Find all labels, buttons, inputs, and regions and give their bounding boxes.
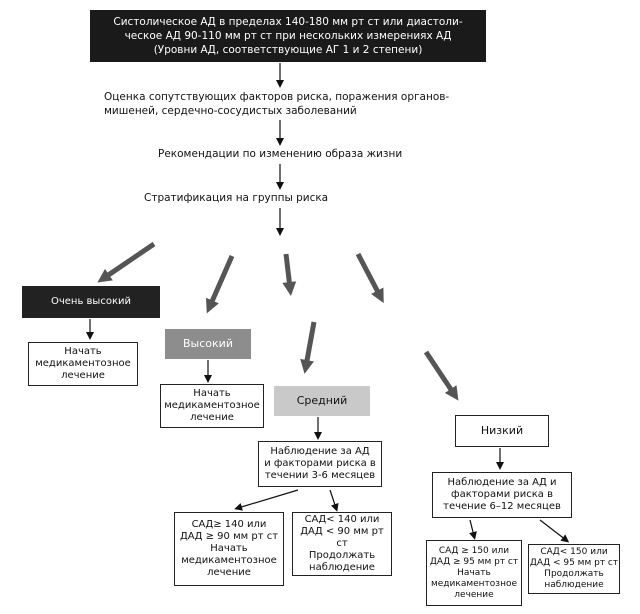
action-line: лечение (61, 370, 105, 381)
action-line: медикаментозное (35, 358, 131, 369)
risk-label: Низкий (480, 424, 524, 437)
branch-line: ДАД ≥ 90 мм рт ст (179, 531, 279, 542)
medium-treat-branch-box: САД≥ 140 или ДАД ≥ 90 мм рт ст Начать ме… (174, 512, 284, 586)
action-line: Начать (193, 388, 231, 399)
initial-criteria-line: ческое АД 90-110 мм рт ст при нескольких… (124, 30, 452, 42)
arrow-to-very-high (97, 241, 156, 283)
risk-label: Очень высокий (51, 296, 131, 307)
branch-line: Продолжать (544, 569, 604, 579)
initial-criteria-box: Систолическое АД в пределах 140-180 мм р… (90, 10, 486, 62)
branch-line: САД ≥ 150 или (438, 545, 510, 556)
action-line: Начать (64, 346, 102, 357)
risk-label: Средний (296, 394, 348, 407)
risk-low-box: Низкий (455, 415, 549, 447)
arrow-low-left (469, 519, 477, 540)
low-observe-branch-box: САД< 150 или ДАД < 95 мм рт ст Продолжат… (528, 544, 620, 594)
lifestyle-step: Рекомендации по изменению образа жизни (158, 148, 403, 160)
low-observe-box: Наблюдение за АД и факторами риска в теч… (432, 472, 572, 518)
branch-line: наблюдение (544, 580, 604, 590)
observe-line: течении 3-6 месяцев (264, 470, 376, 481)
observe-line: и факторами риска в (264, 458, 376, 469)
medium-observe-box: Наблюдение за АД и факторами риска в теч… (258, 441, 382, 487)
branch-line: САД< 140 или (304, 514, 380, 525)
branch-line: Начать (210, 543, 248, 554)
arrow-medium-left (234, 489, 299, 511)
stratification-step: Стратификация на группы риска (144, 192, 329, 204)
high-action-box: Начать медикаментозное лечение (160, 384, 264, 428)
branch-line: наблюдение (309, 562, 375, 573)
risk-label: Высокий (183, 337, 233, 350)
action-line: медикаментозное (164, 400, 260, 411)
branch-line: Продолжать (308, 550, 376, 561)
branch-line: Начать (457, 567, 491, 578)
arrow-to-medium (282, 253, 297, 296)
arrow-to-low (355, 252, 384, 304)
initial-criteria-line: Систолическое АД в пределах 140-180 мм р… (113, 16, 463, 28)
branch-line: ДАД < 95 мм рт ст (529, 558, 619, 568)
low-treat-branch-box: САД ≥ 150 или ДАД ≥ 95 мм рт ст Начать м… (426, 540, 522, 606)
very-high-action-box: Начать медикаментозное лечение (28, 342, 138, 386)
risk-very-high-box: Очень высокий (22, 286, 160, 318)
branch-line: САД≥ 140 или (191, 519, 267, 530)
arrow-to-high (206, 254, 235, 314)
medium-observe-branch-box: САД< 140 или ДАД < 90 мм рт ст Продолжат… (292, 512, 392, 576)
branch-line: медикаментозное (430, 578, 518, 589)
branch-line: ДАД ≥ 95 мм рт ст (429, 556, 519, 567)
arrow-medium-right (329, 489, 339, 512)
assessment-step: Оценка сопутствующих факторов риска, пор… (104, 90, 504, 118)
arrow-to-medium-2 (300, 321, 317, 374)
branch-line: медикаментозное (181, 555, 277, 566)
initial-criteria-line: (Уровни АД, соответствующие АГ 1 и 2 сте… (153, 44, 423, 56)
arrow-low-right (539, 519, 570, 543)
assessment-line: мишеней, сердечно-сосудистых заболеваний (104, 105, 357, 117)
arrow-to-low-2 (423, 350, 459, 401)
branch-line: лечение (454, 589, 494, 600)
risk-high-box: Высокий (165, 329, 251, 359)
observe-line: Наблюдение за АД и (447, 477, 557, 488)
observe-line: Наблюдение за АД (270, 446, 370, 457)
observe-line: факторами риска в (451, 489, 553, 500)
branch-line: САД< 150 или (540, 547, 608, 557)
assessment-line: Оценка сопутствующих факторов риска, пор… (104, 91, 450, 103)
risk-medium-box: Средний (274, 386, 370, 416)
branch-line: ДАД < 90 мм рт ст (300, 526, 384, 549)
observe-line: течение 6–12 месяцев (443, 501, 561, 512)
action-line: лечение (190, 412, 234, 423)
branch-line: лечение (207, 567, 251, 578)
